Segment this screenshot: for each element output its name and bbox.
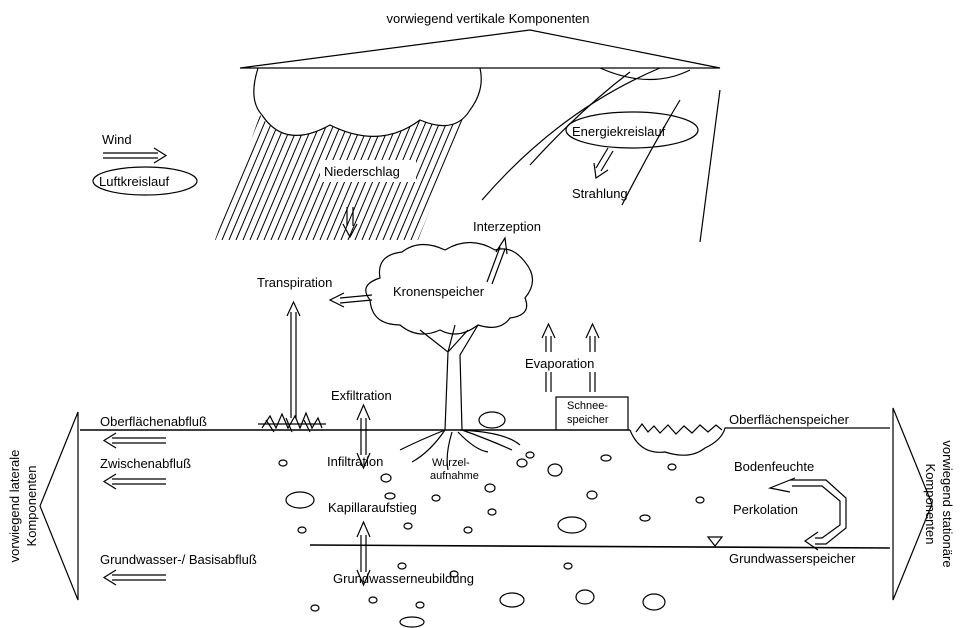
- stationary-components-label-1: vorwiegend stationäre: [940, 440, 955, 567]
- pebble-icon: [298, 527, 306, 533]
- interflow-arrow: [104, 474, 166, 489]
- transpiration-label: Transpiration: [257, 275, 332, 290]
- precipitation-label: Niederschlag: [324, 164, 400, 179]
- transpiration-arrow: [330, 293, 372, 307]
- snow-storage-label-1: Schnee-: [567, 400, 608, 412]
- infiltration-label: Infiltration: [327, 454, 383, 469]
- snow-storage-label-2: speicher: [567, 414, 609, 426]
- capillary-rise-label: Kapillaraufstieg: [328, 500, 417, 515]
- energy-cycle-label: Energiekreislauf: [572, 124, 666, 139]
- pebble-icon: [279, 460, 287, 466]
- interception-arrow: [487, 238, 507, 284]
- pebble-icon: [416, 602, 424, 608]
- pebble-icon: [517, 459, 527, 467]
- soil-moisture-label: Bodenfeuchte: [734, 459, 814, 474]
- groundwater-runoff-label: Grundwasser-/ Basisabfluß: [100, 552, 257, 567]
- pebble-icon: [464, 527, 472, 533]
- pebble-icon: [404, 523, 412, 529]
- pebble-icon: [286, 492, 314, 508]
- exfiltration-label: Exfiltration: [331, 388, 392, 403]
- sun-rays: [482, 68, 720, 242]
- pebble-icon: [696, 497, 704, 503]
- precipitation-arrow: [343, 207, 357, 237]
- rain-cloud: [180, 68, 571, 240]
- vertical-components-label: vorwiegend vertikale Komponenten: [386, 11, 589, 26]
- radiation-label: Strahlung: [572, 186, 628, 201]
- transpiration-vertical-arrow: [287, 302, 300, 418]
- rock-icon: [479, 412, 505, 428]
- pebble-icon: [311, 605, 319, 611]
- pebble-icon: [381, 474, 391, 482]
- pebble-icon: [400, 617, 424, 627]
- pebble-icon: [500, 593, 524, 607]
- groundwater-table: [310, 537, 890, 548]
- pebble-icon: [526, 452, 534, 458]
- tree: [366, 243, 533, 471]
- wind-label: Wind: [102, 132, 132, 147]
- root-uptake-label-1: Wurzel-: [432, 457, 470, 469]
- pebble-icon: [643, 594, 665, 610]
- interception-label: Interzeption: [473, 219, 541, 234]
- root-uptake-label-2: aufnahme: [430, 470, 479, 482]
- groundwater-storage-label: Grundwasserspeicher: [729, 551, 856, 566]
- pebble-icon: [668, 464, 676, 470]
- air-cycle-label: Luftkreislauf: [99, 174, 169, 189]
- soil-pebbles: [279, 452, 704, 627]
- pebble-icon: [587, 491, 597, 499]
- pebble-icon: [485, 484, 495, 492]
- pebble-icon: [398, 563, 406, 569]
- pebble-icon: [385, 493, 395, 499]
- lateral-components-triangle: [40, 412, 78, 600]
- surface-storage-label: Oberflächenspeicher: [729, 412, 850, 427]
- pebble-icon: [640, 515, 650, 521]
- pebble-icon: [488, 509, 496, 515]
- pebble-icon: [564, 563, 572, 569]
- groundwater-recharge-label: Grundwasserneubildung: [333, 571, 474, 586]
- pebble-icon: [369, 597, 377, 603]
- pebble-icon: [576, 590, 594, 604]
- pebble-icon: [558, 517, 586, 533]
- surface-runoff-arrow: [104, 433, 166, 448]
- lateral-components-label-2: Komponenten: [24, 466, 39, 547]
- surface-runoff-label: Oberflächenabfluß: [100, 414, 207, 429]
- pebble-icon: [601, 455, 611, 461]
- vertical-components-triangle: [240, 30, 720, 68]
- wind-arrow: [103, 148, 166, 163]
- pebble-icon: [548, 464, 562, 476]
- interflow-label: Zwischenabfluß: [100, 456, 191, 471]
- pebble-icon: [432, 495, 440, 501]
- lateral-components-label-1: vorwiegend laterale: [7, 450, 22, 563]
- stationary-components-label-2: Komponenten: [923, 464, 938, 545]
- groundwater-runoff-arrow: [104, 570, 166, 585]
- percolation-label: Perkolation: [733, 502, 798, 517]
- crown-storage-label: Kronenspeicher: [393, 284, 485, 299]
- radiation-arrow: [594, 148, 613, 178]
- evaporation-label: Evaporation: [525, 356, 594, 371]
- grass-icon: [258, 413, 326, 432]
